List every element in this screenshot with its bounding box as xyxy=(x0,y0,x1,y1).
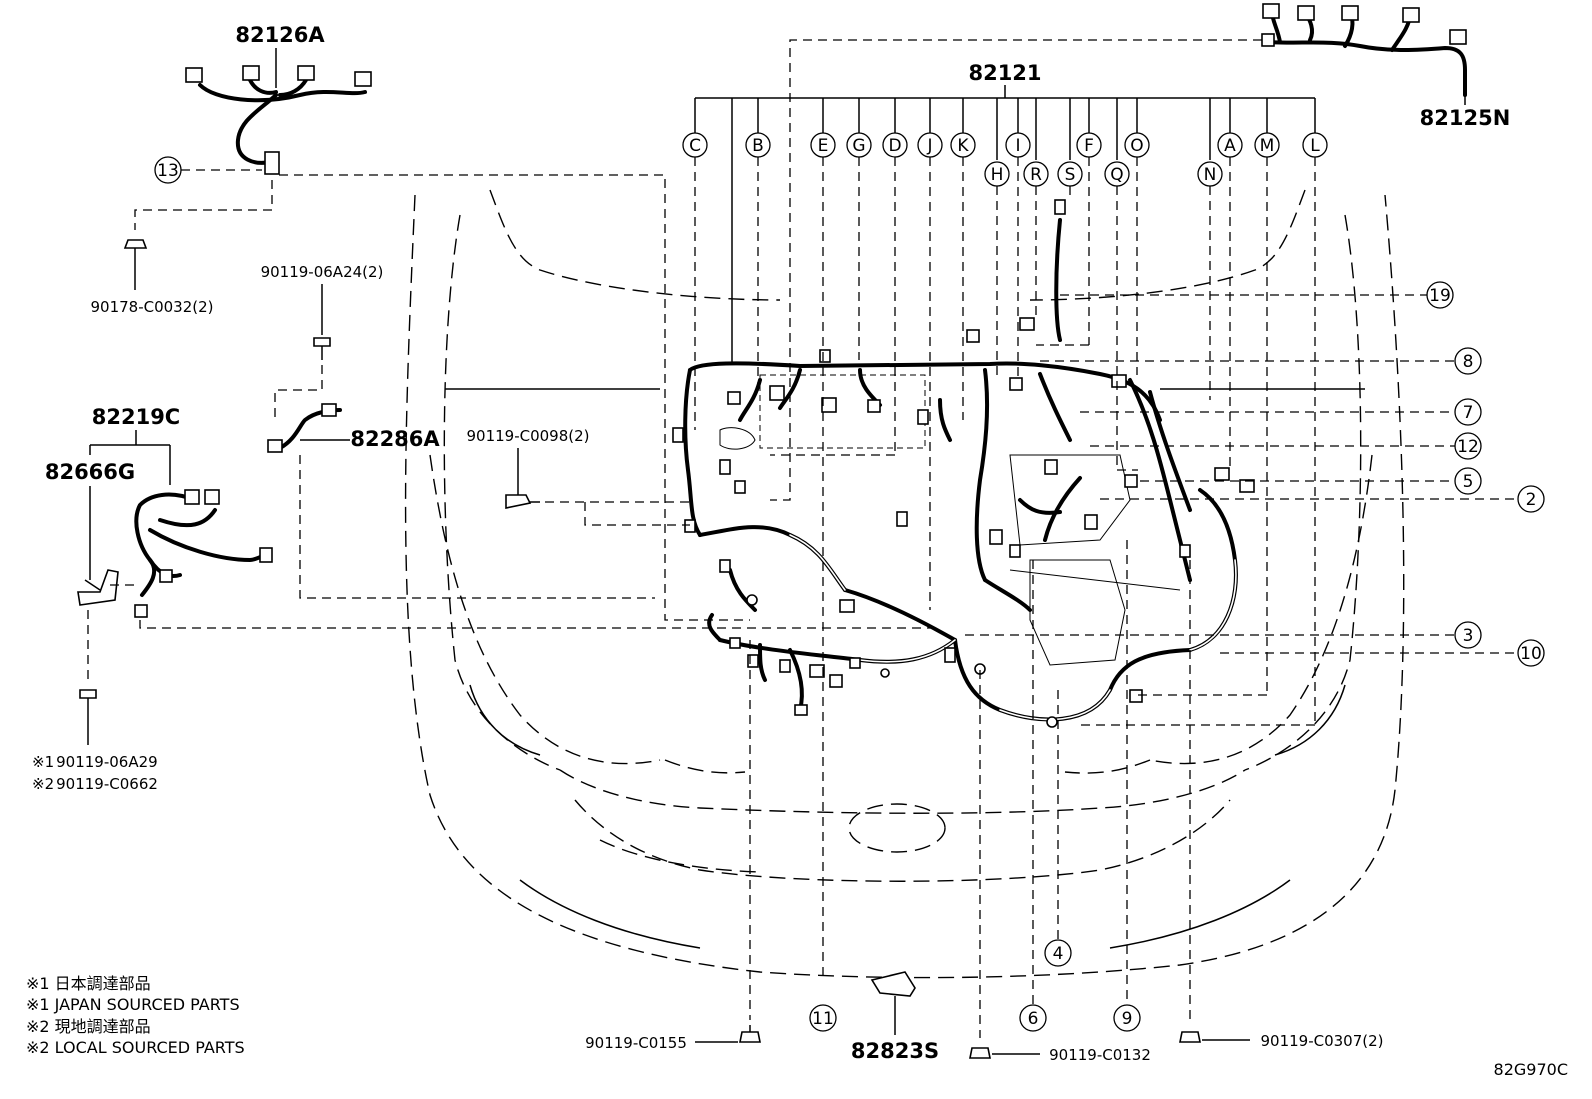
svg-text:C: C xyxy=(689,136,701,156)
svg-text:10: 10 xyxy=(1520,644,1542,664)
callout-Q: Q xyxy=(1104,161,1130,187)
svg-text:13: 13 xyxy=(157,161,179,181)
bolt-label-90119-C0307: 90119-C0307(2) xyxy=(1260,1032,1383,1050)
callout-19: 19 xyxy=(1426,281,1454,309)
svg-text:K: K xyxy=(957,136,969,156)
part-label-82219C: 82219C xyxy=(92,405,180,429)
callout-N: N xyxy=(1197,161,1223,187)
vehicle-body-outline xyxy=(404,189,1405,979)
callout-10: 10 xyxy=(1517,639,1545,667)
number-callouts-right: 19 8 7 12 5 2 3 10 xyxy=(965,281,1545,667)
svg-text:2: 2 xyxy=(1526,490,1537,510)
callout-S: S xyxy=(1057,161,1083,187)
callout-G: G xyxy=(846,132,872,158)
part-label-82666G: 82666G xyxy=(45,460,135,484)
svg-text:E: E xyxy=(818,136,829,156)
bolt-label-90119-C0132: 90119-C0132 xyxy=(1049,1046,1151,1064)
callout-H: H xyxy=(984,161,1010,187)
svg-text:90119-C0098(2): 90119-C0098(2) xyxy=(466,427,589,445)
svg-text:L: L xyxy=(1310,136,1320,156)
svg-text:Q: Q xyxy=(1110,165,1123,185)
callout-E: E xyxy=(810,132,836,158)
svg-text:M: M xyxy=(1260,136,1275,156)
footnote-legend: ※1 日本調達部品 ※1 JAPAN SOURCED PARTS ※2 現地調達… xyxy=(26,974,245,1057)
svg-text:N: N xyxy=(1204,165,1217,185)
callout-R: R xyxy=(1023,161,1049,187)
letter-callouts: C B E G D J K I F O A M L H R S Q N xyxy=(682,132,1328,187)
callout-4: 4 xyxy=(1044,939,1072,967)
callout-C: C xyxy=(682,132,708,158)
number-callouts-bottom: 4 11 6 9 xyxy=(809,540,1141,1032)
svg-text:O: O xyxy=(1130,136,1143,156)
part-label-82823S: 82823S xyxy=(851,1039,939,1063)
svg-text:B: B xyxy=(752,136,764,156)
harness-82121-bracket xyxy=(694,85,1316,362)
part-label-82121: 82121 xyxy=(968,61,1041,85)
callout-O: O xyxy=(1124,132,1150,158)
svg-text:11: 11 xyxy=(812,1009,834,1029)
svg-text:6: 6 xyxy=(1028,1009,1039,1029)
part-label-82286A: 82286A xyxy=(350,427,440,451)
callout-11: 11 xyxy=(809,1004,837,1032)
part-82286A: 90119-06A24(2) 82286A xyxy=(261,263,655,599)
svg-text:7: 7 xyxy=(1463,403,1474,423)
bolt-label-90119-C0155: 90119-C0155 xyxy=(585,1034,687,1052)
svg-text:19: 19 xyxy=(1429,286,1451,306)
callout-M: M xyxy=(1254,132,1280,158)
svg-text:D: D xyxy=(888,136,901,156)
svg-text:3: 3 xyxy=(1463,626,1474,646)
footnote-japan-en: ※1 JAPAN SOURCED PARTS xyxy=(26,995,240,1014)
callout-5: 5 xyxy=(1454,467,1482,495)
svg-text:8: 8 xyxy=(1463,352,1474,372)
engine-wire-harness xyxy=(672,199,1255,728)
callout-D: D xyxy=(882,132,908,158)
bolt-label-90178-C0032: 90178-C0032(2) xyxy=(90,298,213,316)
callout-12: 12 xyxy=(1454,432,1482,460)
callout-J: J xyxy=(917,132,943,158)
callout-F: F xyxy=(1076,132,1102,158)
svg-text:H: H xyxy=(991,165,1004,185)
callout-13: 13 xyxy=(154,156,182,184)
callout-I: I xyxy=(1005,132,1031,158)
svg-text:F: F xyxy=(1084,136,1094,156)
svg-text:A: A xyxy=(1224,136,1236,156)
bolt-label-90119-06A24: 90119-06A24(2) xyxy=(261,263,384,281)
bottom-bolts: 90119-C0155 82823S 90119-C0132 90119-C03… xyxy=(585,560,1384,1064)
footnote-japan-jp: ※1 日本調達部品 xyxy=(26,974,151,993)
callout-8: 8 xyxy=(1454,347,1482,375)
callout-9: 9 xyxy=(1113,1004,1141,1032)
svg-text:I: I xyxy=(1015,136,1020,156)
part-82125N: 82125N xyxy=(770,3,1511,501)
letter-leader-lines xyxy=(694,157,1316,980)
part-82126A: 82126A 13 90178-C0032(2) xyxy=(90,23,750,621)
callout-3: 3 xyxy=(1454,621,1482,649)
svg-text:9: 9 xyxy=(1122,1009,1133,1029)
svg-text:R: R xyxy=(1030,165,1042,185)
footnote-local-en: ※2 LOCAL SOURCED PARTS xyxy=(26,1038,245,1057)
callout-2: 2 xyxy=(1517,485,1545,513)
diagram-code: 82G970C xyxy=(1494,1060,1568,1079)
callout-7: 7 xyxy=(1454,398,1482,426)
callout-L: L xyxy=(1302,132,1328,158)
svg-text:J: J xyxy=(926,136,932,156)
bolt-90119-C0098: 90119-C0098(2) xyxy=(466,427,690,526)
part-label-82126A: 82126A xyxy=(235,23,325,47)
callout-K: K xyxy=(950,132,976,158)
footnote-local-jp: ※2 現地調達部品 xyxy=(26,1017,151,1036)
callout-B: B xyxy=(745,132,771,158)
svg-text:G: G xyxy=(852,136,865,156)
svg-text:4: 4 xyxy=(1053,944,1064,964)
svg-text:12: 12 xyxy=(1457,437,1479,457)
callout-A: A xyxy=(1217,132,1243,158)
svg-text:S: S xyxy=(1065,165,1076,185)
part-label-82125N: 82125N xyxy=(1420,106,1511,130)
callout-6: 6 xyxy=(1019,1004,1047,1032)
svg-text:5: 5 xyxy=(1463,472,1474,492)
